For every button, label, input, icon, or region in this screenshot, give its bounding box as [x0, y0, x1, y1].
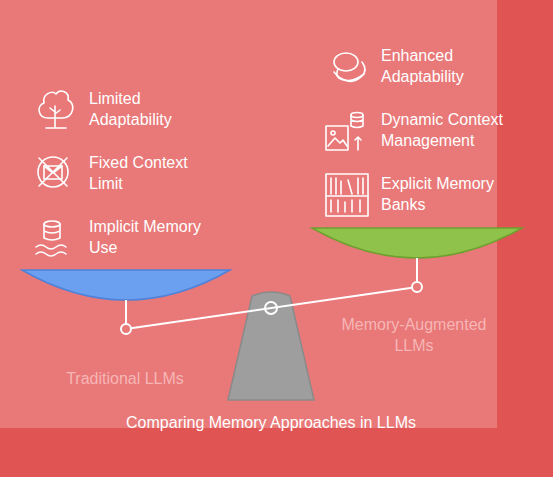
pan-hinge	[121, 324, 131, 334]
bookshelf-icon	[326, 174, 368, 216]
balance-beam	[131, 288, 412, 329]
context-icon	[326, 113, 363, 151]
envelope-icon	[38, 157, 68, 187]
pan-item: Dynamic Context Management	[381, 109, 516, 151]
pan-item: Fixed Context Limit	[89, 152, 224, 194]
scale-pan: Enhanced AdaptabilityDynamic Context Man…	[312, 37, 522, 287]
pan-item: Limited Adaptability	[89, 88, 224, 130]
pan-stem	[125, 300, 127, 324]
pan-hinge	[412, 282, 422, 292]
inner-panel	[0, 0, 497, 428]
pan-stem	[416, 258, 418, 282]
pan-bowl	[22, 270, 230, 300]
diagram-title: Comparing Memory Approaches in LLMs	[51, 412, 491, 433]
pivot	[265, 302, 277, 314]
pan-bowl	[312, 228, 522, 258]
pan-item: Implicit Memory Use	[89, 216, 224, 258]
fulcrum	[228, 292, 314, 400]
tree-icon	[39, 91, 73, 128]
database-icon	[36, 221, 66, 256]
pan-item: Explicit Memory Banks	[381, 173, 516, 215]
side-label: Memory-Augmented LLMs	[339, 314, 489, 356]
side-label: Traditional LLMs	[40, 368, 210, 389]
chat-icon	[334, 53, 365, 81]
pan-item: Enhanced Adaptability	[381, 45, 516, 87]
scale-pan: Limited AdaptabilityFixed Context LimitI…	[22, 80, 230, 329]
